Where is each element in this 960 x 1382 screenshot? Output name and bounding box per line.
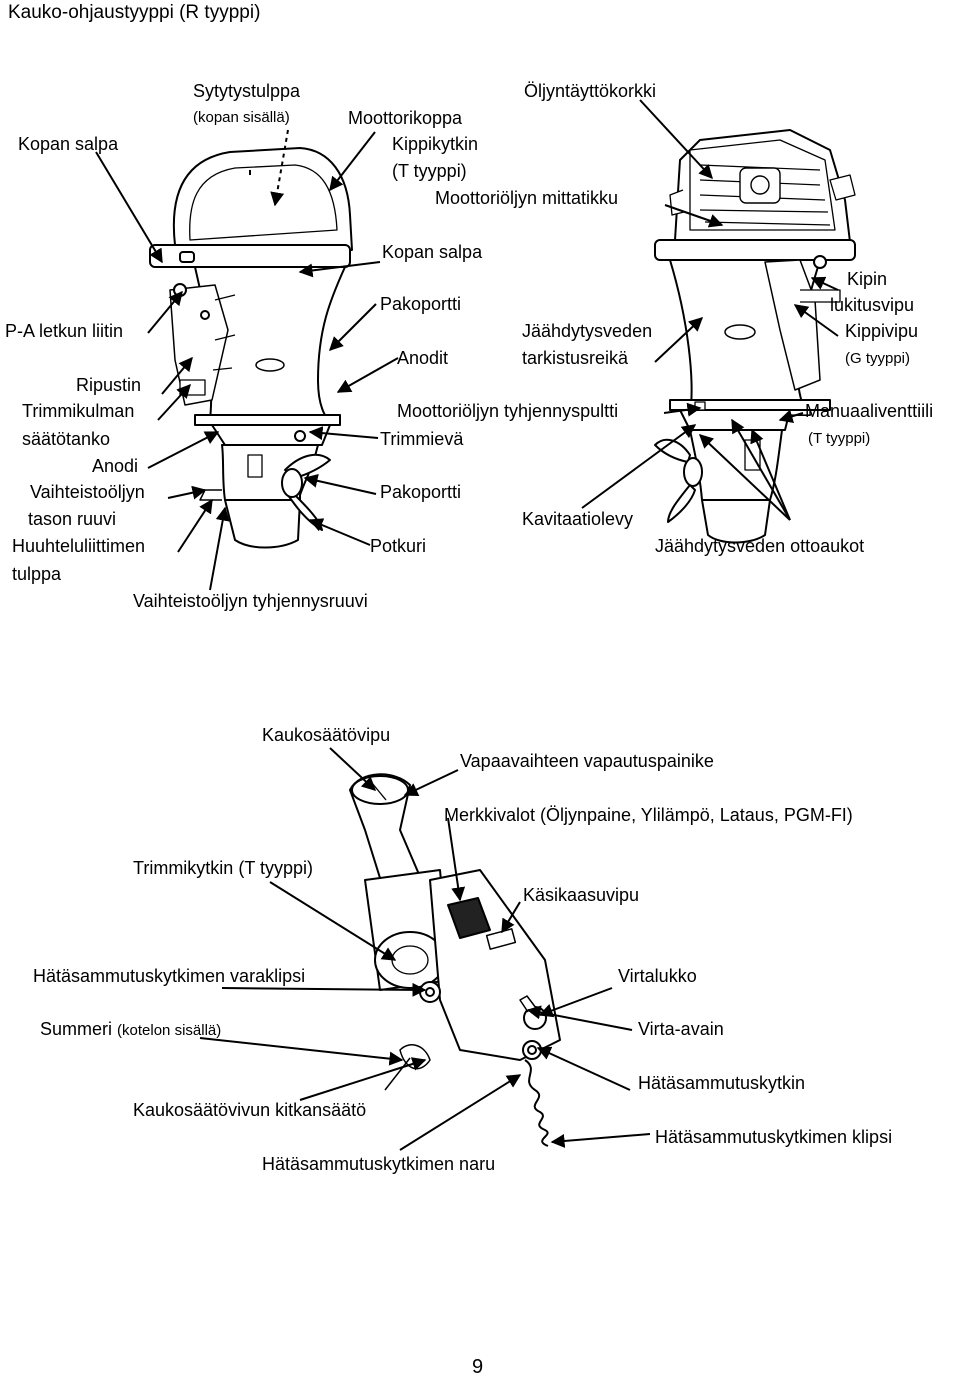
label-kippikytkin: Kippikytkin [392, 134, 479, 154]
label-jaahdytysveden-ottoaukot: Jäähdytysveden ottoaukot [655, 536, 865, 556]
label-hatasammutus-klipsi: Hätäsammutuskytkimen klipsi [655, 1127, 893, 1147]
label-vaihteistooljyn: Vaihteistoöljyn [30, 482, 145, 502]
label-hatasammutus-varaklipsi: Hätäsammutuskytkimen varaklipsi [33, 966, 306, 986]
label-summeri: Summeri (kotelon sisällä) [40, 1018, 221, 1042]
label-hatasammutuskytkin: Hätäsammutuskytkin [638, 1073, 806, 1093]
label-jaahdytysveden: Jäähdytysveden [522, 321, 653, 341]
label-oljyntayttokorkki: Öljyntäyttökorkki [524, 81, 657, 101]
label-virtalukko: Virtalukko [618, 966, 697, 986]
label-summeri-main: Summeri [40, 1019, 113, 1039]
label-saatotanko: säätötanko [22, 429, 111, 449]
label-vaihteistooljyn-tyhjennysruuvi: Vaihteistoöljyn tyhjennysruuvi [133, 591, 368, 611]
label-kopan-salpa: Kopan salpa [18, 134, 119, 154]
outboard-motor-right-illustration [654, 129, 856, 544]
label-lukitusvipu: lukitusvipu [830, 295, 915, 315]
label-kopan-salpa-2: Kopan salpa [382, 242, 483, 262]
label-kitkansaato: Kaukosäätövivun kitkansäätö [133, 1100, 367, 1120]
label-moottorioljyn-tyhjennyspultti: Moottoriöljyn tyhjennyspultti [397, 401, 619, 421]
label-trimmikytkin: Trimmikytkin (T tyyppi) [133, 858, 313, 878]
label-trimmikulman: Trimmikulman [22, 401, 135, 421]
label-kipin: Kipin [847, 269, 888, 289]
label-moottorikoppa: Moottorikoppa [348, 108, 463, 128]
label-pakoportti-2: Pakoportti [380, 482, 462, 502]
label-kippivipu-note: (G tyyppi) [845, 350, 911, 367]
label-tason-ruuvi: tason ruuvi [28, 509, 117, 529]
label-hatasammutus-naru: Hätäsammutuskytkimen naru [262, 1154, 496, 1174]
label-tulppa: tulppa [12, 564, 62, 584]
label-kasikaasuvipu: Käsikaasuvipu [523, 885, 640, 905]
page-number: 9 [472, 1356, 484, 1378]
label-summeri-note: (kotelon sisällä) [117, 1022, 222, 1039]
label-anodit: Anodit [397, 348, 449, 368]
label-sytytystulppa: Sytytystulppa [193, 81, 301, 101]
label-pa-letkun-liitin: P-A letkun liitin [5, 321, 124, 341]
leader-lines-remote [199, 747, 651, 1151]
outboard-motor-left-illustration [149, 147, 353, 549]
label-trimmieva: Trimmievä [380, 429, 464, 449]
label-kippivipu: Kippivipu [845, 321, 919, 341]
label-kavitaatiolevy: Kavitaatiolevy [522, 509, 634, 529]
remote-control-box-illustration [349, 773, 561, 1147]
label-anodi: Anodi [92, 456, 139, 476]
label-sytytystulppa-note: (kopan sisällä) [193, 109, 290, 126]
label-vapaavaihteen-vapautuspainike: Vapaavaihteen vapautuspainike [460, 751, 714, 771]
leader-lines-upper [95, 99, 839, 591]
label-tarkistusreika: tarkistusreikä [522, 348, 629, 368]
label-manuaaliventtiili: Manuaaliventtiili [805, 401, 934, 421]
label-kaukosaatovipu: Kaukosäätövipu [262, 725, 391, 745]
label-pakoportti: Pakoportti [380, 294, 462, 314]
label-kippikytkin-note: (T tyyppi) [392, 161, 467, 181]
page-title: Kauko-ohjaustyyppi (R tyyppi) [8, 2, 261, 23]
label-manuaaliventtiili-note: (T tyyppi) [808, 430, 871, 447]
label-merkkivalot: Merkkivalot (Öljynpaine, Ylilämpö, Latau… [444, 805, 853, 825]
label-huuhteluliittimen: Huuhteluliittimen [12, 536, 146, 556]
label-moottorioljyn-mittatikku: Moottoriöljyn mittatikku [435, 188, 619, 208]
label-ripustin: Ripustin [76, 375, 142, 395]
label-potkuri: Potkuri [370, 536, 427, 556]
label-virta-avain: Virta-avain [638, 1019, 724, 1039]
